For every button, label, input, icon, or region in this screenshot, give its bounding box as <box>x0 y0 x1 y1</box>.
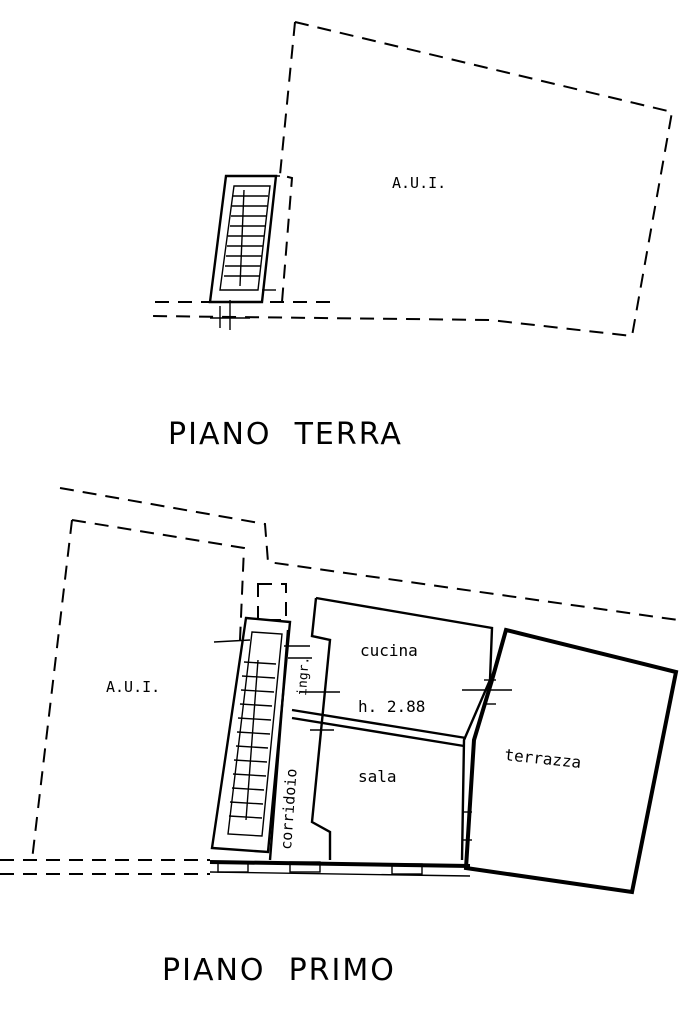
entrance-label: ingr. <box>295 656 313 696</box>
first-floor-aui-boundary <box>71 519 246 641</box>
first-floor-plan: A.U.I. cucina h. 2.88 sala terrazza corr… <box>0 487 679 895</box>
ground-floor-title: PIANO TERRA <box>168 417 403 452</box>
kitchen-label: cucina <box>360 641 418 660</box>
first-floor-staircase <box>210 583 312 854</box>
living-room-label: sala <box>358 767 397 786</box>
first-floor-left-boundary <box>31 519 73 861</box>
terrace-outline <box>463 627 679 895</box>
ground-floor-left-boundary <box>278 21 296 303</box>
ground-floor-staircase <box>208 174 280 330</box>
ground-floor-plan: A.U.I. <box>149 21 674 338</box>
room-height-label: h. 2.88 <box>358 697 425 716</box>
ground-floor-outline <box>149 21 674 338</box>
ground-floor-area-label: A.U.I. <box>392 174 446 192</box>
first-floor-area-label: A.U.I. <box>106 678 160 696</box>
first-floor-title: PIANO PRIMO <box>162 953 396 988</box>
terrace-label: terrazza <box>504 745 583 772</box>
corridor-label: corridoio <box>277 768 301 850</box>
first-floor-outer-boundary <box>59 487 679 621</box>
